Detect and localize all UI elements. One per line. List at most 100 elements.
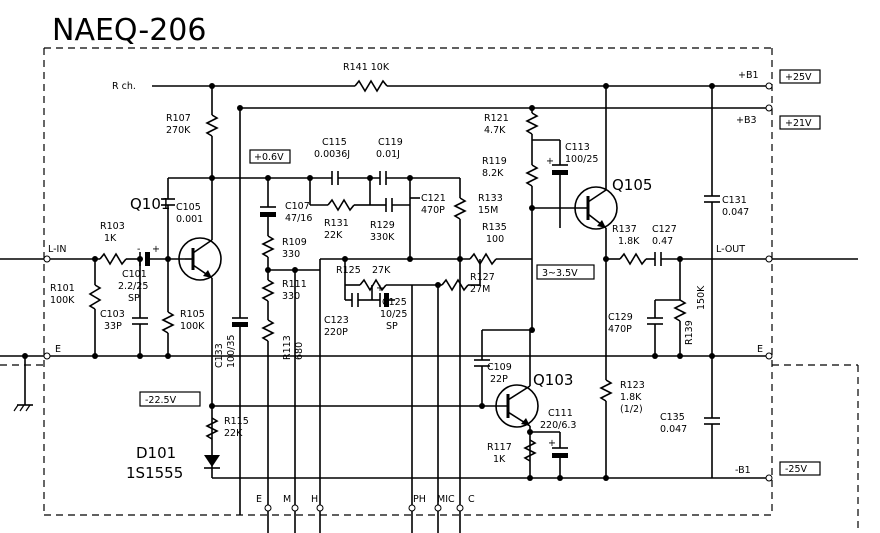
svg-text:+: +: [376, 283, 384, 294]
svg-text:0.47: 0.47: [652, 236, 673, 247]
svg-text:R121: R121: [484, 113, 509, 124]
svg-text:330: 330: [282, 291, 300, 302]
c107: C107 47/16: [260, 178, 312, 236]
svg-text:+: +: [152, 244, 160, 255]
svg-text:470P: 470P: [608, 324, 632, 335]
svg-text:150K: 150K: [696, 285, 707, 310]
r133: R133 15M: [453, 178, 503, 259]
r129: R129 330K: [369, 178, 411, 259]
svg-text:+B1: +B1: [738, 70, 759, 81]
svg-text:R127: R127: [470, 272, 495, 283]
svg-text:R141 10K: R141 10K: [343, 62, 390, 73]
svg-text:270K: 270K: [166, 125, 191, 136]
svg-text:C127: C127: [652, 224, 677, 235]
svg-text:33P: 33P: [104, 321, 122, 332]
r135: R135 100: [469, 222, 532, 266]
q105-base-voltage: 3~3.5V: [536, 264, 595, 280]
svg-text:R135: R135: [482, 222, 507, 233]
svg-text:C109: C109: [487, 362, 512, 373]
svg-text:C125: C125: [382, 297, 407, 308]
svg-text:R133: R133: [478, 193, 503, 204]
c111: + C111 220/6.3: [530, 408, 576, 478]
svg-text:+: +: [548, 438, 556, 449]
svg-text:-22.5V: -22.5V: [145, 395, 177, 406]
svg-text:C121: C121: [421, 193, 446, 204]
svg-text:R107: R107: [166, 113, 191, 124]
svg-text:C129: C129: [608, 312, 633, 323]
junctions: [22, 83, 715, 481]
svg-text:R117: R117: [487, 442, 512, 453]
svg-text:R129: R129: [370, 220, 395, 231]
r105: R105 100K: [161, 259, 205, 356]
svg-text:100K: 100K: [180, 321, 205, 332]
svg-text:330K: 330K: [370, 232, 395, 243]
svg-text:C131: C131: [722, 195, 747, 206]
svg-text:C: C: [468, 494, 475, 505]
svg-text:100/25: 100/25: [565, 154, 598, 165]
c127: C127 0.47 L-OUT: [652, 224, 858, 266]
svg-text:0.0036J: 0.0036J: [314, 149, 350, 160]
svg-text:22K: 22K: [224, 428, 243, 439]
r131: R131 22K: [309, 178, 370, 241]
r103: R103 1K: [99, 221, 140, 266]
svg-text:R109: R109: [282, 237, 307, 248]
svg-text:R119: R119: [482, 156, 507, 167]
svg-text:R101: R101: [50, 283, 75, 294]
svg-text:22P: 22P: [490, 374, 508, 385]
r137: R137 1.8K: [612, 224, 655, 266]
svg-text:PH: PH: [413, 494, 426, 505]
r123: R123 1.8K (1/2): [599, 379, 645, 478]
c125: + C125 10/25 SP: [371, 283, 407, 332]
svg-text:-25V: -25V: [785, 464, 808, 475]
svg-text:Q103: Q103: [533, 371, 573, 389]
svg-text:47/16: 47/16: [285, 213, 312, 224]
svg-text:3~3.5V: 3~3.5V: [542, 268, 578, 279]
svg-text:R131: R131: [324, 218, 349, 229]
input-line: L-IN: [0, 244, 100, 263]
svg-text:MIC: MIC: [437, 494, 455, 505]
c119: C119 0.01J: [376, 137, 460, 185]
r117: R117 1K: [487, 439, 537, 465]
svg-text:R137: R137: [612, 224, 637, 235]
c135: C135 0.047: [660, 356, 720, 478]
svg-text:-: -: [137, 244, 140, 255]
svg-text:+0.6V: +0.6V: [254, 152, 284, 163]
svg-text:R105: R105: [180, 309, 205, 320]
svg-text:D101: D101: [136, 444, 176, 462]
svg-text:4.7K: 4.7K: [484, 125, 506, 136]
c101: - + C101 2.2/25 SP: [118, 244, 185, 304]
c113: + C113 100/25: [532, 139, 598, 196]
q105-transistor: Q105: [532, 86, 652, 380]
svg-text:2.2/25: 2.2/25: [118, 281, 148, 292]
svg-text:100: 100: [486, 234, 504, 245]
svg-text:C103: C103: [100, 309, 125, 320]
svg-text:C111: C111: [548, 408, 573, 419]
svg-text:8.2K: 8.2K: [482, 168, 504, 179]
svg-text:1.8K: 1.8K: [620, 392, 642, 403]
svg-text:0.001: 0.001: [176, 214, 203, 225]
svg-text:330: 330: [282, 249, 300, 260]
svg-text:R ch.: R ch.: [112, 81, 136, 92]
rail-b1-negative: -B1 -25V: [212, 461, 821, 482]
c105: C105 0.001: [161, 178, 203, 259]
bias-label-q101: +0.6V: [249, 149, 291, 164]
rail-b1-positive: +B1 +25V: [738, 69, 821, 90]
svg-text:C107: C107: [285, 201, 310, 212]
bottom-connectors: E M H PH MIC C: [256, 494, 475, 533]
r101: R101 100K: [50, 259, 102, 356]
r109: R109 330: [261, 235, 307, 280]
svg-text:R115: R115: [224, 416, 249, 427]
c129: C129 470P: [608, 299, 680, 356]
svg-text:R113: R113: [282, 335, 293, 360]
svg-text:C119: C119: [378, 137, 403, 148]
c123: C123 220P: [324, 285, 372, 338]
svg-text:R123: R123: [620, 380, 645, 391]
svg-text:27M: 27M: [470, 284, 490, 295]
svg-text:+21V: +21V: [785, 118, 812, 129]
c121: C121 470P: [410, 193, 446, 216]
svg-text:E: E: [256, 494, 262, 505]
svg-text:+: +: [546, 156, 554, 167]
svg-text:L-OUT: L-OUT: [716, 244, 745, 255]
d101-diode: D101 1S1555: [126, 444, 220, 482]
